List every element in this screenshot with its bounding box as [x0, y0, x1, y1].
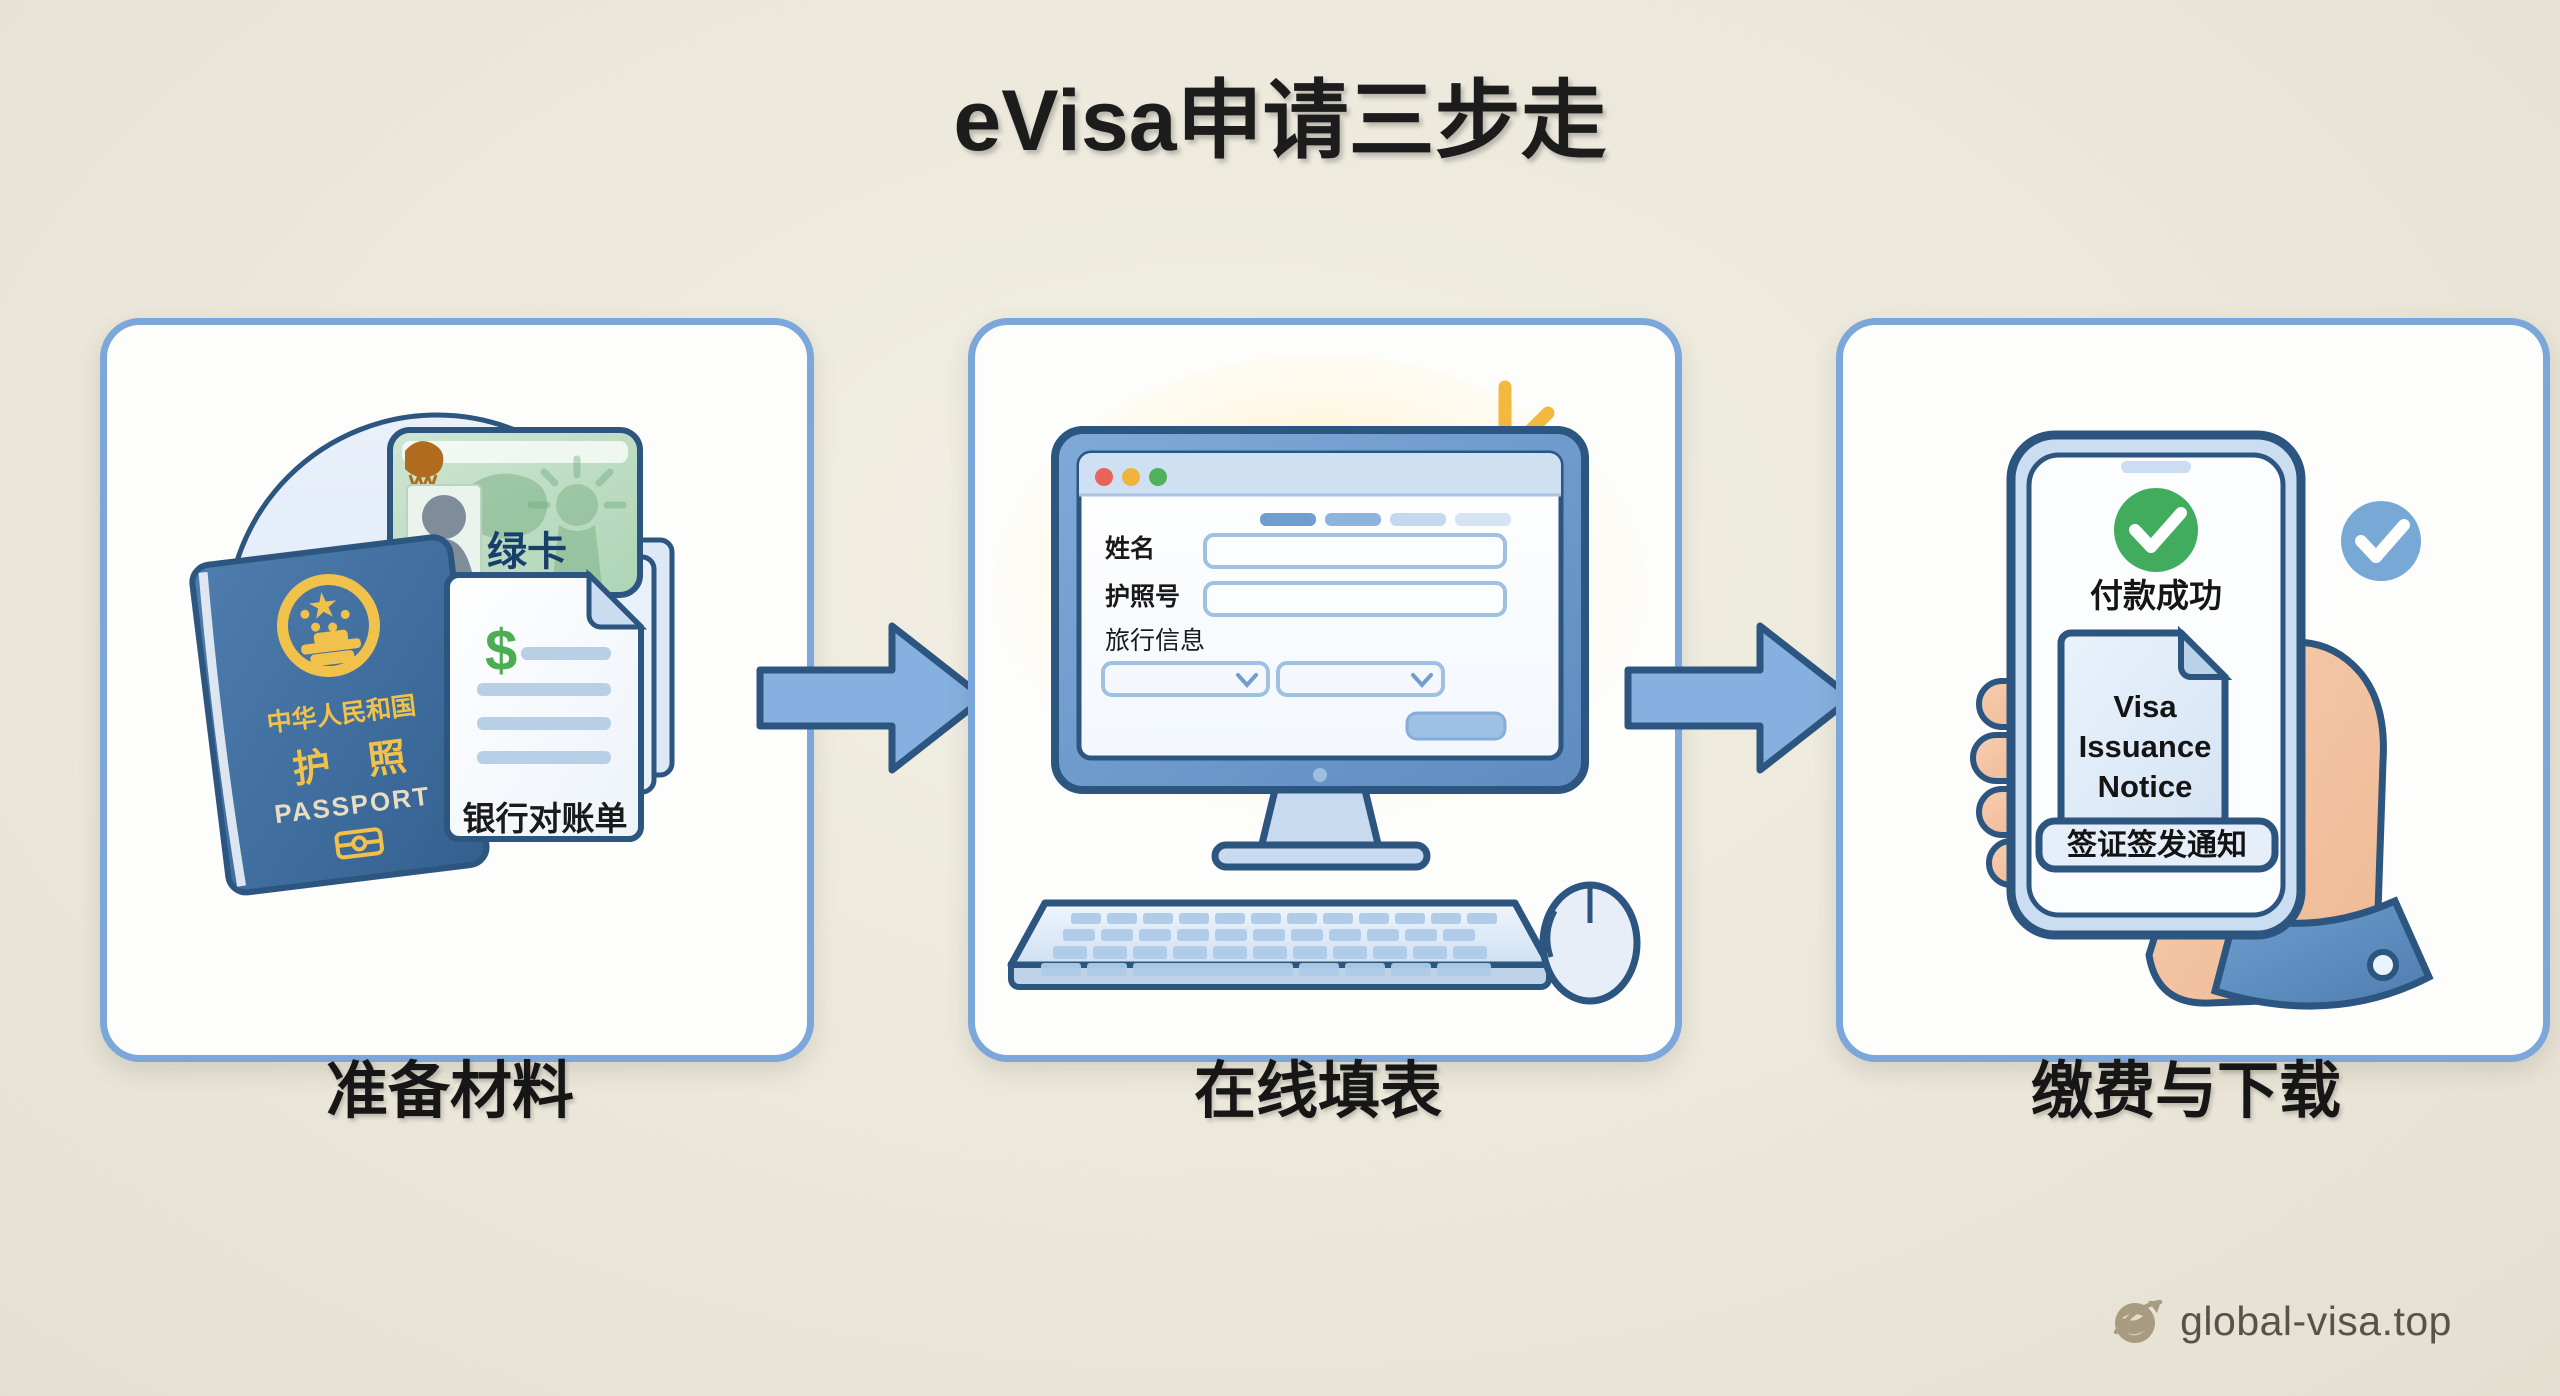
sparkle-icon — [2461, 1288, 2499, 1326]
step-card-2: 姓名 护照号 旅行信息 — [968, 318, 1682, 1062]
visa-notice-document: Visa Issuance Notice 签证签发通知 — [2035, 625, 2279, 873]
verified-badge — [2341, 501, 2421, 581]
form-section-travel-info: 旅行信息 — [1105, 627, 1205, 655]
step-card-1: 绿卡 中华人民和国 — [100, 318, 814, 1062]
page-title: eVisa申请三步走 — [953, 73, 1607, 169]
cuff-button-icon — [2367, 949, 2399, 981]
traffic-light-close — [1095, 468, 1113, 486]
arrow-step1-to-step2 — [756, 622, 988, 774]
traffic-light-maximize — [1149, 468, 1167, 486]
chevron-down-icon — [1411, 673, 1433, 688]
visa-notice-line-3: Notice — [2098, 769, 2193, 804]
browser-chrome — [1079, 453, 1561, 497]
step-1-illustration: 绿卡 中华人民和国 — [189, 412, 675, 896]
step-2-illustration: 姓名 护照号 旅行信息 — [990, 355, 1650, 1005]
submit-button[interactable] — [1405, 711, 1507, 741]
green-card-label: 绿卡 — [487, 530, 567, 574]
mouse — [1539, 881, 1641, 1005]
traffic-light-minimize — [1122, 468, 1140, 486]
passport-chip-icon — [334, 827, 384, 860]
progress-indicator — [1260, 513, 1511, 526]
footer-watermark: global-visa.top — [2110, 1288, 2500, 1348]
monitor: 姓名 护照号 旅行信息 — [1051, 426, 1589, 871]
visa-notice-badge-label: 签证签发通知 — [2067, 828, 2247, 862]
arrow-step2-to-step3 — [1624, 622, 1856, 774]
step-caption-1: 准备材料 — [325, 1057, 574, 1126]
step-card-3: 付款成功 Visa Issuance Notice 签证签发通知 — [1836, 318, 2550, 1062]
visa-notice-line-2: Issuance — [2079, 729, 2212, 764]
passport-hu: 护 — [290, 745, 333, 791]
payment-success-block: 付款成功 — [2090, 488, 2222, 614]
passport: 中华人民和国 护 照 PASSPORT — [189, 534, 490, 896]
form-select-2[interactable] — [1276, 661, 1445, 697]
form-input-passport[interactable] — [1203, 581, 1507, 617]
form-select-1[interactable] — [1101, 661, 1270, 697]
green-check-circle-icon — [2114, 488, 2198, 572]
phone: 付款成功 Visa Issuance Notice 签证签发通知 — [2006, 430, 2306, 940]
form-label-name: 姓名 — [1105, 534, 1155, 563]
dollar-sign-icon: $ — [485, 618, 517, 683]
visa-notice-line-1: Visa — [2113, 689, 2177, 724]
step-3-illustration: 付款成功 Visa Issuance Notice 签证签发通知 — [1970, 430, 2434, 1010]
step-caption-2: 在线填表 — [1193, 1057, 1442, 1126]
blue-check-circle-icon — [2355, 519, 2410, 563]
bank-statement-label: 银行对账单 — [463, 800, 628, 837]
payment-status-text: 付款成功 — [2090, 577, 2222, 614]
chevron-down-icon — [1236, 673, 1258, 688]
form-label-passport: 护照号 — [1105, 583, 1180, 611]
passport-zhao: 照 — [366, 736, 409, 782]
step-caption-3: 缴费与下载 — [2030, 1057, 2341, 1126]
form-input-name[interactable] — [1203, 533, 1507, 569]
globe-arrow-icon — [2113, 1299, 2163, 1343]
bank-statement-front: $ 银行对账单 — [444, 568, 648, 842]
keyboard — [1007, 899, 1553, 990]
footer-brand-text: global-visa.top — [2180, 1297, 2452, 1344]
